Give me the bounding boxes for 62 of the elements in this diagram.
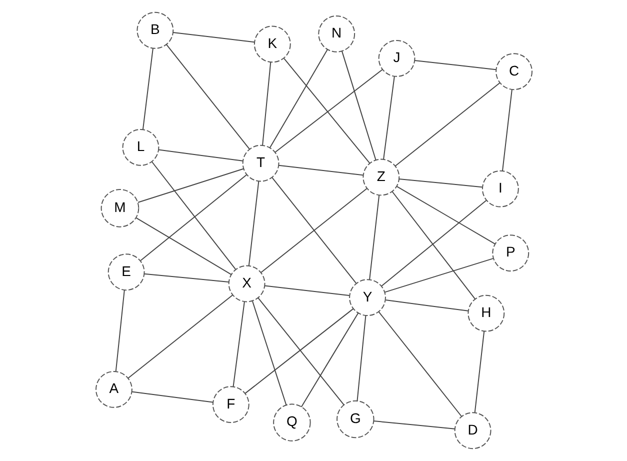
connector (394, 82, 500, 166)
connector (278, 164, 364, 176)
connector (382, 76, 394, 160)
connector (391, 191, 476, 300)
node-circle: Y (348, 279, 386, 316)
node-circle: Q (272, 404, 310, 442)
node-circle: H (467, 294, 504, 332)
connector (368, 194, 380, 280)
connector (502, 89, 512, 172)
node-circle: X (228, 265, 265, 302)
connector (372, 420, 455, 430)
connector (232, 301, 244, 388)
node-circle: T (242, 144, 279, 182)
connector (252, 300, 286, 406)
connector (140, 174, 246, 261)
connector (143, 273, 229, 282)
node-circle: P (492, 234, 529, 272)
connector (142, 48, 153, 130)
connector (268, 49, 328, 148)
node-circle: I (481, 170, 518, 208)
node-circle: J (378, 40, 415, 77)
node-circle: C (495, 53, 532, 90)
node-circle: E (107, 254, 144, 291)
connector (264, 285, 350, 296)
node-circle: N (318, 15, 355, 52)
connector (150, 161, 236, 270)
connector (396, 186, 496, 244)
connector (257, 297, 344, 406)
connector (283, 58, 370, 164)
connector (378, 311, 462, 417)
node-circle: L (122, 128, 159, 166)
connector (384, 300, 468, 312)
connector (414, 60, 496, 70)
connector (300, 312, 358, 408)
connector (248, 180, 259, 266)
connector (380, 200, 486, 287)
connector (340, 50, 376, 160)
connector (244, 308, 354, 394)
connector (135, 217, 232, 276)
connector (474, 330, 484, 414)
node-circle: K (253, 26, 290, 63)
connector (130, 391, 214, 403)
node-circle: D (454, 412, 491, 450)
connector (165, 44, 250, 150)
connector (274, 68, 382, 153)
connector (137, 168, 244, 203)
connector (384, 258, 494, 293)
connector (262, 62, 271, 146)
connector (127, 294, 233, 379)
connector (260, 188, 367, 273)
node-circle: A (95, 370, 132, 408)
node-circle: B (136, 12, 174, 49)
node-circle: M (100, 189, 139, 228)
node-circle: G (336, 400, 374, 438)
connector (172, 32, 254, 43)
connector (114, 290, 124, 372)
connector (356, 315, 366, 402)
connector (271, 177, 356, 284)
connector (398, 178, 482, 188)
connector (158, 149, 243, 162)
node-circle: F (212, 386, 249, 424)
node-circle: Z (362, 158, 400, 196)
